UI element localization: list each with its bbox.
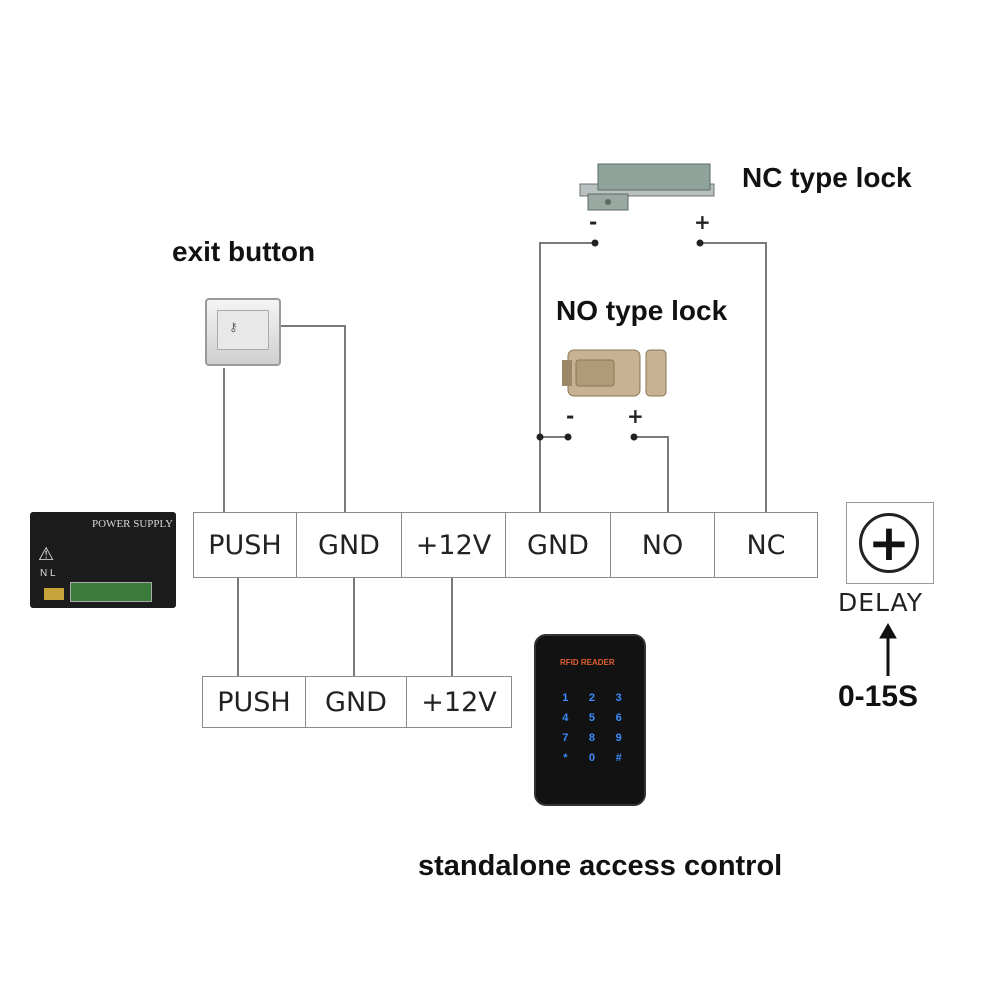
nc-lock-image	[579, 163, 715, 211]
key-icon: ⚷	[229, 320, 238, 334]
power-supply-connector	[70, 582, 152, 602]
exit-button-face	[217, 310, 269, 350]
delay-knob: +	[846, 502, 934, 584]
exit-button-label: exit button	[172, 236, 316, 267]
delay-label: DELAY	[838, 588, 923, 617]
controller-terminal-push: PUSH	[202, 676, 306, 728]
terminal-nc: NC	[714, 512, 818, 578]
keypad-key: 3	[615, 692, 622, 704]
power-supply-title: POWER SUPPLY	[92, 518, 174, 530]
keypad-key: 4	[562, 712, 569, 724]
keypad-brand: RFID READER	[560, 658, 615, 667]
keypad-key: 0	[588, 752, 596, 764]
junction-dot	[696, 239, 704, 247]
delay-knob-ring: +	[859, 513, 919, 573]
controller-terminal-12v: +12V	[406, 676, 512, 728]
power-supply-mark: N L	[40, 568, 56, 579]
exit-button-image: ⚷	[205, 298, 281, 366]
keypad-grid: 1 2 3 4 5 6 7 8 9 * 0 #	[552, 692, 632, 764]
power-supply-fuse	[44, 588, 64, 600]
no-lock-label: NO type lock	[556, 295, 728, 326]
junction-dot	[564, 433, 572, 441]
delay-range-label: 0-15S	[838, 680, 919, 713]
keypad-key: 2	[588, 692, 596, 704]
no-minus-sign: -	[566, 404, 575, 428]
junction-dot	[630, 433, 638, 441]
wire-exit-gnd	[280, 325, 346, 512]
keypad-image: RFID READER 1 2 3 4 5 6 7 8 9 * 0 #	[534, 634, 646, 806]
nc-plus-sign: +	[694, 210, 711, 234]
junction-dot	[591, 239, 599, 247]
keypad-key: *	[563, 752, 568, 764]
keypad-key: 5	[588, 712, 596, 724]
terminal-push: PUSH	[193, 512, 297, 578]
keypad-key: 6	[615, 712, 622, 724]
nc-lock-label: NC type lock	[742, 162, 912, 193]
terminal-gnd-lock: GND	[505, 512, 611, 578]
no-plus-sign: +	[627, 404, 644, 428]
nc-minus-sign: -	[589, 210, 598, 234]
terminal-12v: +12V	[401, 512, 506, 578]
keypad-key: 8	[588, 732, 596, 744]
wire-no-plus	[634, 436, 669, 512]
terminal-no: NO	[610, 512, 715, 578]
junction-dot	[536, 433, 544, 441]
wire-nc-minus	[539, 242, 595, 512]
no-lock-image	[562, 349, 667, 397]
keypad-key: 9	[615, 732, 622, 744]
warning-icon: ⚠	[38, 544, 55, 564]
keypad-key: 7	[562, 732, 569, 744]
delay-arrow	[879, 622, 897, 676]
keypad-key: #	[615, 752, 622, 764]
controller-terminal-gnd: GND	[305, 676, 407, 728]
wire-nc-plus	[700, 242, 767, 512]
power-supply-image: POWER SUPPLY ⚠ N L	[30, 512, 176, 608]
keypad-key: 1	[562, 692, 569, 704]
terminal-gnd: GND	[296, 512, 402, 578]
standalone-label: standalone access control	[418, 850, 783, 882]
plus-icon: +	[868, 514, 910, 572]
